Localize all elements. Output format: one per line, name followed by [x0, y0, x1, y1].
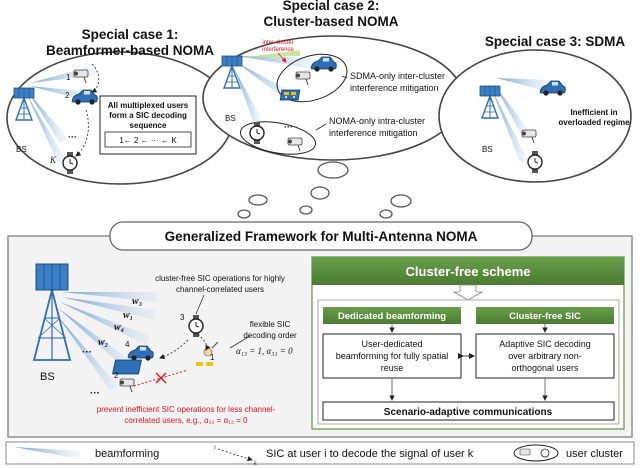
dedicated-desc-line-1: User-dedicated: [361, 339, 422, 349]
case1-sic-box: [99, 95, 197, 155]
beam-w1-label: w₁: [123, 310, 133, 321]
cluster-free-note-pointer: [195, 294, 205, 315]
case1-user-2-label: 2: [65, 91, 70, 100]
case2-sdma-pointer: [341, 75, 348, 79]
framework-title-pill: [109, 221, 533, 251]
case1-user-k-label: K: [49, 155, 57, 165]
framework-bs-tower-icon: [32, 263, 72, 361]
case2-sdma-line-2: interference mitigation: [350, 83, 439, 93]
sic-desc-line-3: orthogonal users: [511, 363, 579, 373]
case2-interference-label-2: interference: [262, 47, 294, 53]
case3-title: Special case 3: SDMA: [485, 34, 626, 49]
case1-box-line-3: sequence: [130, 121, 167, 130]
case2-robot-icon: [279, 89, 301, 101]
case2-cluster-1-outline: [276, 53, 348, 103]
framework-bs-label: BS: [40, 371, 55, 383]
bubble-case-2: [202, 35, 464, 161]
case2-bs-label: BS: [225, 114, 236, 123]
beam-w2-label: w₂: [98, 337, 108, 348]
prevent-note-line-2: correlated users, e.g., α₂₁ = α₁₂ = 0: [124, 416, 248, 425]
case1-box-line-1: All multiplexed users: [108, 101, 189, 110]
flex-sic-pointer: [229, 335, 251, 349]
red-x-mark-icon: [155, 372, 167, 384]
case2-dots: ···: [284, 122, 293, 132]
framework-dots-left: ···: [82, 347, 92, 358]
user-3-label: 3: [180, 313, 185, 322]
bubble-tail-dots: [237, 161, 412, 219]
legend-beam-icon: [14, 447, 80, 459]
cluster-free-sic-label: Cluster-free SIC: [509, 311, 581, 322]
flex-sic-line-2: decoding order: [243, 331, 297, 340]
prevent-note-line-1: prevent inefficient SIC operations for l…: [97, 405, 276, 414]
dedicated-beamforming-tag: [323, 307, 461, 324]
case2-interference-arrow: [277, 52, 287, 63]
dedicated-beamforming-box: [322, 333, 462, 379]
case1-dots: ···: [68, 132, 77, 142]
flex-sic-line-1: flexible SIC: [250, 320, 291, 329]
case2-noma-pointer: [315, 123, 327, 131]
beam-w4-label: w₄: [114, 322, 124, 333]
case2-cluster-2-outline: [239, 121, 317, 155]
case1-sic-arrow-2: [75, 109, 89, 157]
framework-beams: [56, 292, 158, 390]
case1-subtitle: Beamformer-based NOMA: [46, 43, 214, 58]
beam-w3-label: w₃: [132, 296, 142, 307]
cluster-free-header-text: Cluster-free scheme: [406, 264, 531, 279]
legend-sic-text: SIC at user i to decode the signal of us…: [266, 448, 474, 460]
legend-beamforming: beamforming: [95, 448, 159, 460]
case3-bs-label: BS: [482, 145, 493, 154]
sic-desc-line-1: Adaptive SIC decoding: [499, 339, 591, 349]
case3-inefficient-line-2: overloaded regime: [558, 118, 630, 127]
legend-sic-arrow-icon: [217, 448, 253, 462]
case2-sdma-line-1: SDMA-only inter-cluster: [350, 71, 445, 81]
legend-bar: [5, 441, 635, 465]
case2-subtitle: Cluster-based NOMA: [263, 14, 398, 29]
alpha-equation: α₁₃ = 1, α₃₁ = 0: [236, 346, 293, 356]
sic-arrow-3-to-1: [197, 333, 211, 351]
scenario-adaptive-box: [322, 401, 615, 421]
framework-dots-bottom: ···: [90, 388, 100, 399]
case1-user-1-label: 1: [66, 73, 71, 82]
case1-bs-label: BS: [16, 145, 27, 154]
legend-user-cluster: user cluster: [566, 448, 623, 460]
scenario-adaptive-label: Scenario-adaptive communications: [384, 407, 553, 418]
legend-user-cluster-icon: [513, 444, 559, 462]
cluster-free-header: [312, 257, 624, 285]
case1-beams: [27, 65, 98, 163]
sic-arrow-3-to-4: [159, 339, 189, 360]
case2-title: Special case 2:: [283, 0, 380, 13]
cluster-free-sic-tag: [476, 307, 614, 324]
user-1-label: 1: [210, 353, 215, 362]
cluster-free-note-line-1: cluster-free SIC operations for highly: [155, 274, 285, 283]
legend-sic-i: i: [214, 445, 216, 451]
case1-title: Special case 1:: [82, 27, 179, 42]
framework-robot-icon: [112, 341, 219, 375]
framework-title: Generalized Framework for Multi-Antenna …: [165, 229, 478, 244]
dedicated-desc-line-2: beamforming for fully spatial: [336, 351, 449, 361]
case1-box-line-2: form a SIC decoding: [109, 111, 187, 120]
dedicated-desc-line-3: reuse: [381, 363, 404, 373]
case3-inefficient-line-1: Inefficient in: [570, 108, 617, 117]
header-down-arrow-icon: [452, 284, 484, 301]
cluster-free-note-line-2: channel-correlated users: [176, 285, 264, 294]
user-4-label: 4: [125, 340, 130, 349]
legend-sic-k: k: [254, 461, 257, 467]
case1-decoding-sequence: 1← 2 ← ··· ← K: [119, 136, 177, 145]
case2-noma-line-1: NOMA-only intra-cluster: [329, 116, 425, 126]
user-2-label: 2: [114, 371, 119, 380]
sic-desc-line-2: over arbitrary non-: [508, 351, 582, 361]
bubble-case-3: [438, 49, 632, 183]
case2-interference-beam: [240, 50, 300, 58]
case3-beams: [492, 78, 552, 162]
cluster-free-sic-box: [475, 333, 615, 379]
dedicated-beamforming-label: Dedicated beamforming: [338, 311, 446, 322]
case2-noma-line-2: interference mitigation: [329, 128, 418, 138]
case2-interference-label-1: inter-cluster: [262, 40, 293, 46]
